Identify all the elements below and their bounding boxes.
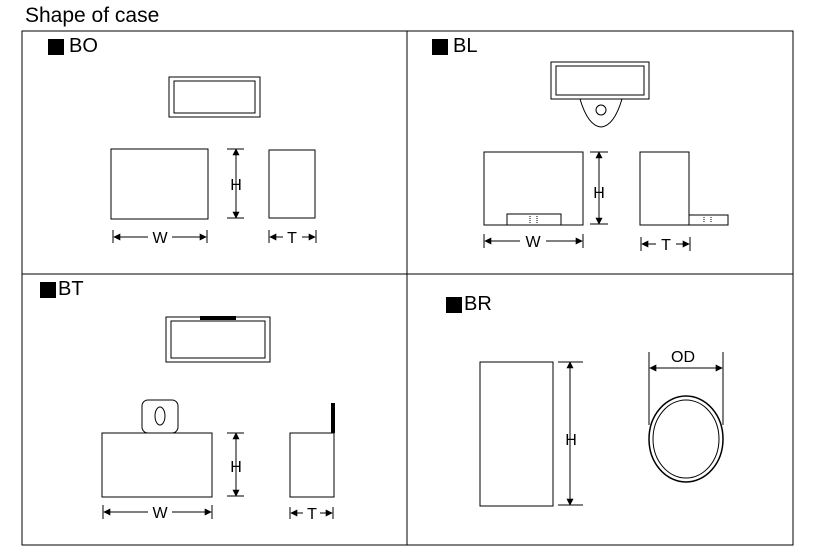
bt-w-label: W: [152, 505, 168, 522]
bo-label: BO: [69, 35, 98, 57]
bo-w-label: W: [152, 230, 168, 247]
panel-grid: [21, 30, 794, 546]
bo-h-label: H: [230, 177, 242, 194]
bl-drawing: [483, 61, 729, 251]
bt-h-label: H: [230, 459, 242, 476]
bl-t-label: T: [661, 237, 671, 254]
diagram-title: Shape of case: [25, 4, 160, 27]
br-drawing: [479, 352, 724, 507]
panel-label-br: BR: [446, 293, 492, 316]
bl-h-label: H: [593, 185, 605, 202]
square-bullet-icon: [48, 38, 64, 55]
bo-drawing: [110, 76, 317, 243]
br-od-label: OD: [671, 349, 695, 366]
bt-label: BT: [58, 278, 84, 300]
bl-label: BL: [453, 35, 478, 57]
br-label: BR: [464, 293, 492, 315]
bo-t-label: T: [287, 230, 297, 247]
square-bullet-icon: [40, 281, 56, 298]
square-bullet-icon: [432, 38, 448, 55]
bl-w-label: W: [525, 234, 541, 251]
bt-drawing: [101, 316, 335, 519]
panel-label-bo: BO: [48, 35, 98, 58]
br-h-label: H: [565, 432, 577, 449]
bt-t-label: T: [307, 506, 317, 523]
square-bullet-icon: [446, 296, 462, 313]
panel-label-bt: BT: [40, 278, 84, 301]
panel-label-bl: BL: [432, 35, 477, 58]
